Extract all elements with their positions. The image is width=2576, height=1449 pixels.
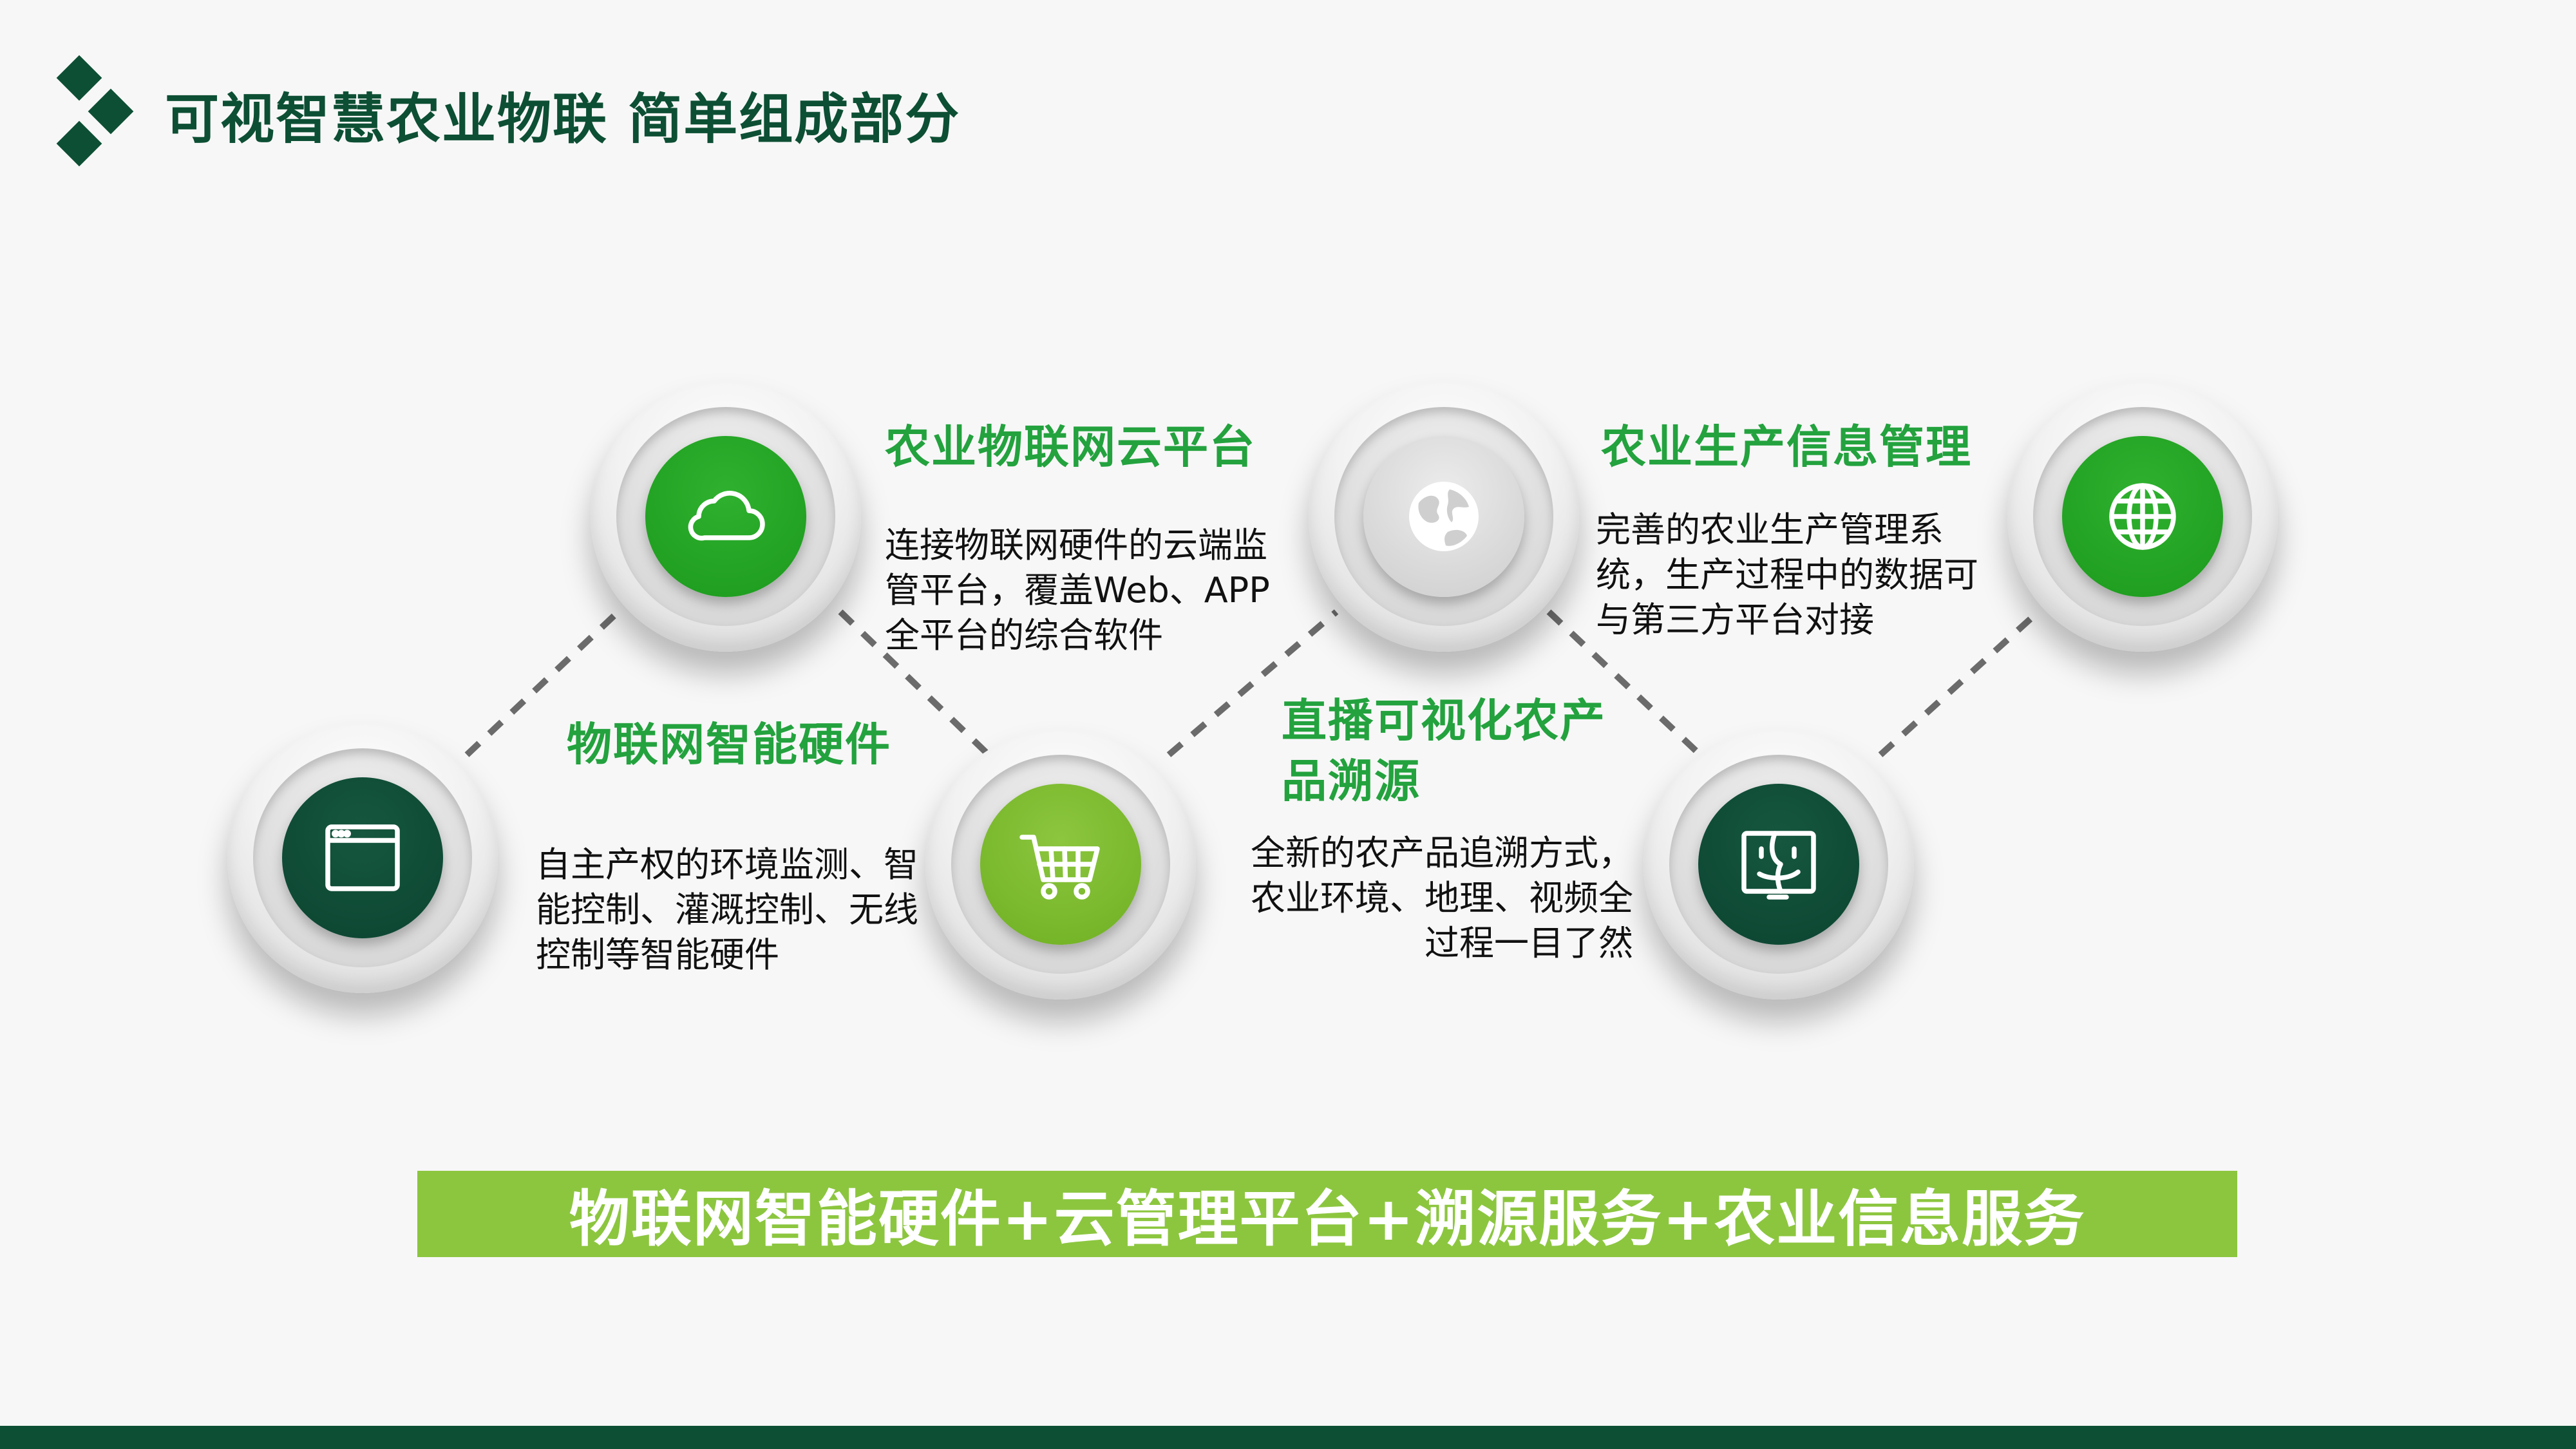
desc-cloud-platform: 连接物联网硬件的云端监管平台，覆盖Web、APP全平台的综合软件 (885, 525, 1270, 656)
connector-4 (1546, 609, 1703, 757)
globe-icon (2109, 483, 2176, 550)
node-production-info (2007, 381, 2278, 652)
desc-traceability: 全新的农产品追溯方式，农业环境、地理、视频全过程一目了然 (1251, 833, 1633, 963)
connector-3 (1166, 609, 1339, 757)
heading-smart-hardware: 物联网智能硬件 (567, 718, 891, 771)
heading-cloud-platform: 农业物联网云平台 (885, 421, 1256, 473)
heading-traceability: 直播可视化农产品溯源 (1282, 694, 1606, 808)
summary-banner-text: 物联网智能硬件+云管理平台+溯源服务+农业信息服务 (569, 1184, 2086, 1255)
browser-window-icon (325, 824, 400, 891)
connector-2 (838, 609, 991, 757)
heading-production-info: 农业生产信息管理 (1601, 421, 1972, 473)
connector-1 (464, 609, 621, 757)
node-monitor (1643, 729, 1914, 999)
cloud-icon (688, 491, 765, 541)
earth-icon (1409, 482, 1479, 551)
monitor-face-icon (1741, 831, 1816, 900)
connector-5 (1878, 609, 2041, 757)
summary-banner: 物联网智能硬件+云管理平台+溯源服务+农业信息服务 (417, 1171, 2237, 1257)
desc-smart-hardware: 自主产权的环境监测、智能控制、灌溉控制、无线控制等智能硬件 (536, 844, 918, 975)
shopping-cart-icon (1019, 835, 1100, 900)
node-smart-hardware (227, 723, 498, 993)
node-earth (1309, 381, 1579, 652)
page-title: 可视智慧农业物联 简单组成部分 (165, 88, 961, 151)
node-traceability (925, 729, 1196, 999)
footer-bar (0, 1426, 2576, 1449)
desc-production-info: 完善的农业生产管理系统，生产过程中的数据可与第三方平台对接 (1596, 509, 1978, 640)
node-cloud-platform (591, 381, 861, 652)
